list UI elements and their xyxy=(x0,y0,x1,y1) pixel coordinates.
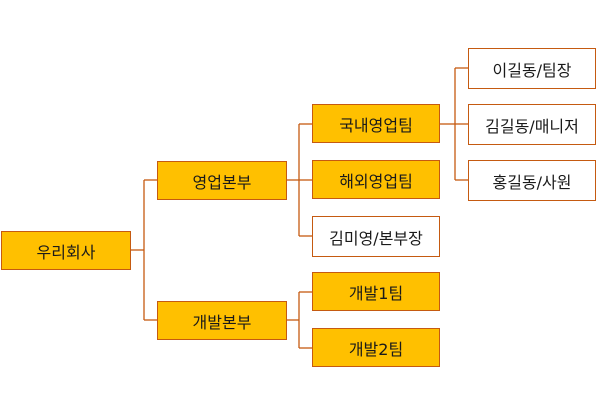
node-dev-division: 개발본부 xyxy=(157,301,287,340)
node-overseas-sales-team: 해외영업팀 xyxy=(312,160,440,199)
node-team-leader: 이길동/팀장 xyxy=(468,48,596,89)
node-domestic-sales-team: 국내영업팀 xyxy=(312,104,440,143)
node-root-company: 우리회사 xyxy=(1,231,131,270)
node-staff: 홍길동/사원 xyxy=(468,160,596,201)
node-dev-team-2: 개발2팀 xyxy=(312,328,440,367)
node-dev-team-1: 개발1팀 xyxy=(312,272,440,311)
node-sales-head: 김미영/본부장 xyxy=(312,216,440,257)
node-manager: 김길동/매니저 xyxy=(468,104,596,145)
node-sales-division: 영업본부 xyxy=(157,161,287,200)
